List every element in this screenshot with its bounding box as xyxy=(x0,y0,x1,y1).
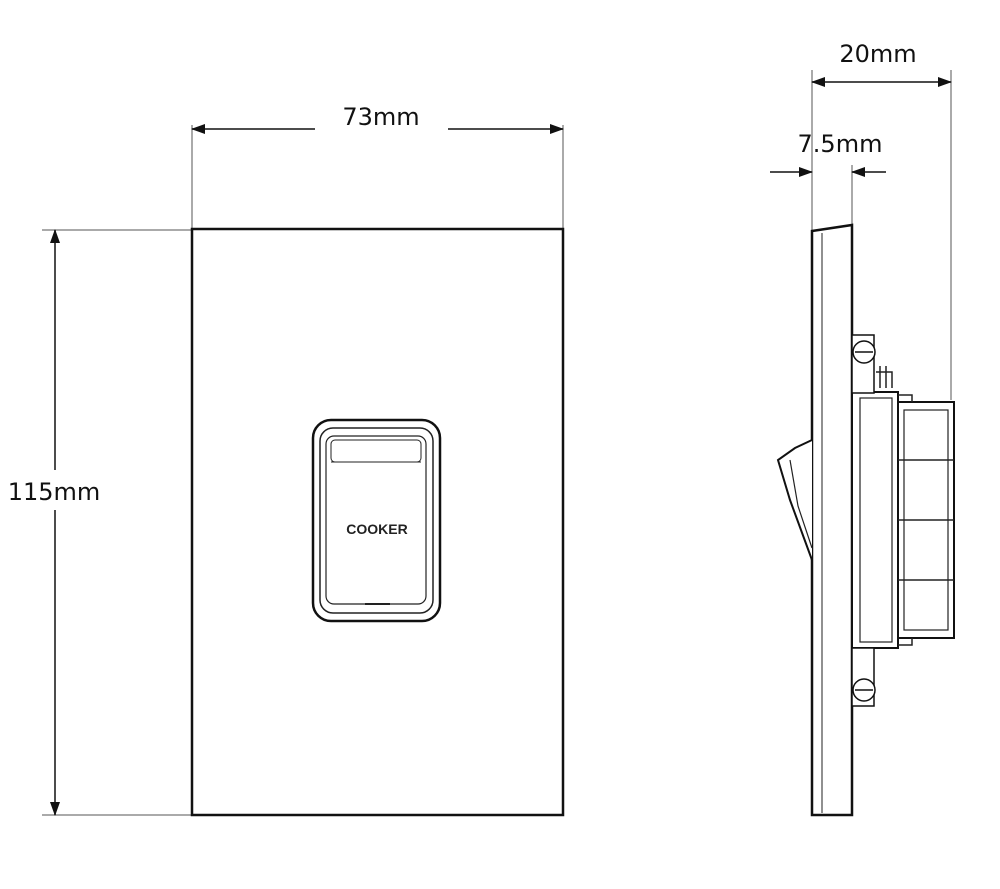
mechanism-inner xyxy=(859,397,893,643)
depth-plate-dimension: 7.5mm xyxy=(770,130,886,230)
terminal-clip-bottom xyxy=(898,638,913,646)
height-label: 115mm xyxy=(8,478,101,506)
mechanism-body xyxy=(851,391,899,649)
rocker-side-curve xyxy=(789,459,813,549)
width-label: 73mm xyxy=(342,103,419,131)
depth-plate-label: 7.5mm xyxy=(798,130,883,158)
plate-side-profile xyxy=(810,223,854,817)
bottom-screw-icon xyxy=(851,647,876,707)
rocker-top-step xyxy=(330,439,422,463)
switch-label: COOKER xyxy=(346,521,407,537)
front-view: 73mm 115mm COOKER xyxy=(8,103,565,817)
rocker-switch: COOKER xyxy=(311,418,442,623)
depth-total-dimension: 20mm xyxy=(811,40,952,400)
side-view: 20mm 7.5mm xyxy=(770,40,955,817)
earth-tag xyxy=(876,366,893,388)
top-screw-icon xyxy=(851,334,893,394)
rocker-side-profile xyxy=(776,439,813,561)
height-dimension: 115mm xyxy=(8,229,192,816)
width-dimension: 73mm xyxy=(191,103,564,228)
back-mechanism xyxy=(851,391,955,649)
terminal-clip-top xyxy=(898,394,913,402)
depth-total-label: 20mm xyxy=(839,40,916,68)
